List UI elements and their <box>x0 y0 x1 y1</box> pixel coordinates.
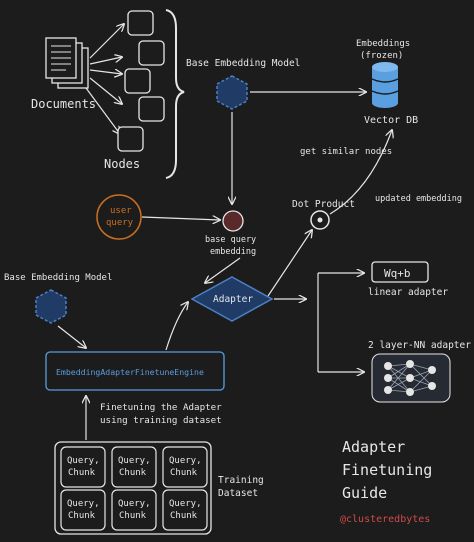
adapter-label: Adapter <box>213 294 253 305</box>
base-query-embedding-line2: embedding <box>210 247 256 257</box>
pair-chunk: Chunk <box>170 511 198 521</box>
node-box <box>127 10 154 36</box>
node-box <box>117 126 144 152</box>
pair-query: Query, <box>67 456 100 466</box>
base-query-embedding-node <box>222 210 244 232</box>
user-query-line2: query <box>106 218 134 228</box>
pair-query: Query, <box>67 499 100 509</box>
pair-query: Query, <box>169 456 202 466</box>
pair-query: Query, <box>169 499 202 509</box>
pair-chunk: Chunk <box>68 511 96 521</box>
documents-icon <box>45 37 89 89</box>
training-dataset-line1: Training <box>218 475 264 486</box>
embeddings-label: Embeddings <box>356 39 410 49</box>
pair-chunk: Chunk <box>170 468 198 478</box>
pair-chunk: Chunk <box>119 468 147 478</box>
nn-adapter-label: 2 layer-NN adapter <box>368 340 471 351</box>
dot-product-center <box>317 217 323 223</box>
training-pair-box <box>60 489 106 531</box>
training-pair-box <box>162 446 208 488</box>
base-embedding-model-top-icon <box>216 75 248 110</box>
node-box <box>138 96 165 122</box>
adapter-node <box>190 276 274 322</box>
dot-product-label: Dot Product <box>292 199 355 210</box>
node-box <box>124 68 151 94</box>
vector-db-icon <box>371 62 399 108</box>
neural-network-icon <box>371 353 451 403</box>
author-handle: @clusteredbytes <box>340 514 430 525</box>
training-pair-box <box>111 489 157 531</box>
training-dataset-line2: Dataset <box>218 488 258 499</box>
pair-query: Query, <box>118 499 151 509</box>
training-pair-box <box>162 489 208 531</box>
linear-formula: Wq+b <box>384 267 411 280</box>
node-box <box>138 40 165 66</box>
linear-adapter-label: linear adapter <box>368 287 448 298</box>
guide-title-line2: Finetuning <box>342 461 432 479</box>
guide-title-line1: Adapter <box>342 438 405 456</box>
base-embedding-model-left-icon <box>35 289 67 324</box>
pair-chunk: Chunk <box>119 511 147 521</box>
base-embedding-model-left-label: Base Embedding Model <box>4 273 112 283</box>
finetune-engine-box <box>45 351 225 391</box>
user-query-node <box>96 194 142 240</box>
curly-brace-icon <box>165 9 185 179</box>
vector-db-label: Vector DB <box>364 115 418 126</box>
pair-chunk: Chunk <box>68 468 96 478</box>
get-similar-nodes-label: get similar nodes <box>300 147 392 157</box>
documents-label: Documents <box>31 97 96 111</box>
training-pair-box <box>60 446 106 488</box>
base-query-embedding-line1: base query <box>205 235 256 245</box>
embeddings-frozen-label: (frozen) <box>360 51 403 61</box>
finetune-label-line1: Finetuning the Adapter <box>100 402 222 413</box>
pair-query: Query, <box>118 456 151 466</box>
training-pair-box <box>111 446 157 488</box>
guide-title-line3: Guide <box>342 484 387 502</box>
linear-adapter-box <box>371 261 429 283</box>
finetune-label-line2: using training dataset <box>100 415 222 426</box>
finetune-engine-label: EmbeddingAdapterFinetuneEngine <box>56 367 204 377</box>
updated-embedding-label: updated embedding <box>375 194 462 204</box>
base-embedding-model-top-label: Base Embedding Model <box>186 58 300 69</box>
user-query-line1: user <box>110 206 132 216</box>
nodes-label: Nodes <box>104 157 140 171</box>
